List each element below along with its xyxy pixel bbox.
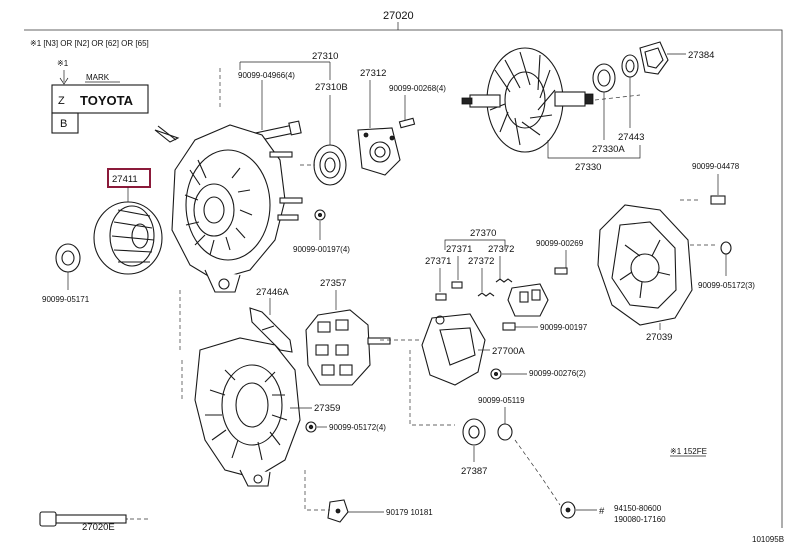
bolt-00197b-icon <box>502 322 516 331</box>
direction-arrow-icon <box>154 129 180 143</box>
legend-letter: B <box>60 118 67 130</box>
long-bolt-27020e-icon <box>39 511 127 527</box>
bearing-27310b-icon <box>313 95 347 186</box>
label-27357: 27357 <box>320 278 346 289</box>
legend-note: ※1 [N3] OR [N2] OR [62] OR [65] <box>30 39 149 48</box>
nut-05119-icon <box>497 423 513 441</box>
cover-27384-icon <box>639 41 669 75</box>
label-90099-00276-2: 90099-00276(2) <box>529 369 586 378</box>
toyota-mark-box: ※1 MARK Z TOYOTA B <box>51 59 149 134</box>
highlight-box-27411 <box>107 168 151 188</box>
legend-star: ※1 <box>57 59 69 68</box>
label-27039: 27039 <box>646 332 672 343</box>
label-90099-04966: 90099-04966(4) <box>238 71 295 80</box>
ref-note: ※1 152FE <box>670 447 707 456</box>
insulator-27387-icon <box>462 418 486 446</box>
stator-housing-icon <box>194 337 301 487</box>
drive-end-frame-icon <box>171 124 303 293</box>
rotor-assembly-icon <box>461 47 594 153</box>
label-27330: 27330 <box>575 162 601 173</box>
label-90099-00197-4: 90099-00197(4) <box>293 245 350 254</box>
label-27700a: 27700A <box>492 346 525 357</box>
label-90179-10181: 90179 10181 <box>386 508 433 517</box>
label-27387: 27387 <box>461 466 487 477</box>
label-90099-00269: 90099-00269 <box>536 239 584 248</box>
nut-05171-icon <box>55 243 81 273</box>
bolt-94150-icon <box>560 501 576 519</box>
legend-mark-label: MARK <box>86 73 110 82</box>
brush-holder-icon <box>507 283 549 317</box>
bolt-10181-icon <box>327 499 349 523</box>
bolt-00197a-icon <box>314 209 326 221</box>
label-90099-05119: 90099-05119 <box>478 396 525 405</box>
legend-brand: TOYOTA <box>80 93 134 108</box>
screw-00268-icon <box>398 117 416 129</box>
label-27020: 27020 <box>383 10 414 22</box>
label-27310: 27310 <box>312 51 338 62</box>
label-90099-05172-3: 90099-05172(3) <box>698 281 755 290</box>
bolt-04478-icon <box>710 195 726 205</box>
nut-05172-4-icon <box>305 421 317 433</box>
insulator-27446a-icon <box>249 307 293 353</box>
label-90099-00268: 90099-00268(4) <box>389 84 446 93</box>
retainer-plate-icon <box>357 127 401 176</box>
label-90099-05172-4: 90099-05172(4) <box>329 423 386 432</box>
bolt-00276-icon <box>490 368 502 380</box>
label-27370: 27370 <box>470 228 496 239</box>
label-27310b: 27310B <box>315 82 348 93</box>
label-27371-a: 27371 <box>446 244 472 255</box>
svg-text:Z: Z <box>58 95 65 107</box>
label-90099-00197: 90099-00197 <box>540 323 588 332</box>
regulator-27700a-icon <box>421 313 486 386</box>
label-27371-b: 27371 <box>425 256 451 267</box>
footer-code: 101095B <box>752 535 784 544</box>
screw-00269-icon <box>554 267 568 275</box>
label-27359: 27359 <box>314 403 340 414</box>
label-94150-80600: 94150-80600 <box>614 504 662 513</box>
label-90099-05171: 90099-05171 <box>42 295 90 304</box>
label-27384: 27384 <box>688 50 714 61</box>
brush-spring-icon <box>435 278 513 301</box>
label-27312: 27312 <box>360 68 386 79</box>
bearing-27330a-icon <box>592 63 616 93</box>
diagram-frame <box>24 29 783 528</box>
ring-27443-icon <box>621 54 639 78</box>
pulley-27411-icon <box>93 201 163 275</box>
assembly-dashed-lines <box>130 68 718 520</box>
label-27411: 27411 <box>112 174 138 185</box>
label-hash: # <box>599 506 605 517</box>
label-27372-a: 27372 <box>488 244 514 255</box>
rear-cover-27039-icon <box>597 204 693 326</box>
label-27020e: 27020E <box>82 522 115 533</box>
rectifier-27357-icon <box>305 309 391 386</box>
nut-05172-3-icon <box>720 241 732 255</box>
label-27446a: 27446A <box>256 287 289 298</box>
label-27330a: 27330A <box>592 144 625 155</box>
label-27372-b: 27372 <box>468 256 494 267</box>
label-27443: 27443 <box>618 132 644 143</box>
label-90099-04478: 90099-04478 <box>692 162 740 171</box>
label-190080-17160: 190080-17160 <box>614 515 666 524</box>
